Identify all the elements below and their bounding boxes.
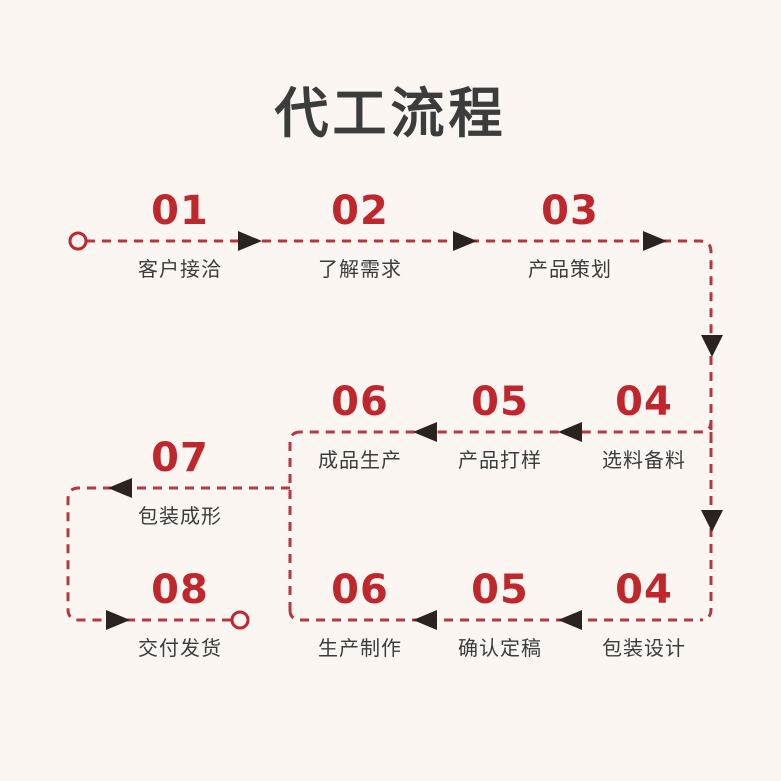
step-label: 了解需求 <box>318 257 402 281</box>
arrow-left-icon <box>413 610 437 630</box>
step-number: 02 <box>331 188 389 234</box>
step-number: 07 <box>151 435 209 481</box>
step-number: 08 <box>151 567 209 613</box>
step-number: 06 <box>331 379 389 425</box>
arrow-right-icon <box>106 610 130 630</box>
start-circle-icon <box>68 231 88 251</box>
step-node-01[interactable]: 01 客户接洽 <box>85 190 275 282</box>
arrow-right-icon <box>643 231 667 251</box>
step-label: 交付发货 <box>138 636 222 660</box>
connector-row1 <box>86 239 713 340</box>
step-label: 产品打样 <box>458 448 542 472</box>
step-number: 04 <box>615 567 673 613</box>
step-number: 06 <box>331 567 389 613</box>
step-label: 包装成形 <box>138 504 222 528</box>
end-circle-icon <box>230 610 250 630</box>
step-node-06-production[interactable]: 06 生产制作 <box>265 569 455 661</box>
step-number: 05 <box>471 379 529 425</box>
step-label: 成品生产 <box>318 448 402 472</box>
arrow-right-icon <box>238 231 262 251</box>
step-node-04-material[interactable]: 04 选料备料 <box>549 381 739 473</box>
arrow-left-icon <box>413 422 437 442</box>
connector-right-down-row4 <box>699 432 713 622</box>
step-label: 产品策划 <box>528 257 612 281</box>
arrow-down-icon <box>701 335 723 357</box>
step-label: 生产制作 <box>318 636 402 660</box>
step-label: 确认定稿 <box>458 636 542 660</box>
step-node-06-finished[interactable]: 06 成品生产 <box>265 381 455 473</box>
step-node-04-packaging[interactable]: 04 包装设计 <box>549 569 739 661</box>
step-number: 03 <box>541 188 599 234</box>
step-node-02[interactable]: 02 了解需求 <box>265 190 455 282</box>
connector-left-uturn <box>66 486 112 622</box>
step-label: 包装设计 <box>602 636 686 660</box>
step-node-08[interactable]: 08 交付发货 <box>85 569 275 661</box>
step-node-05-sample[interactable]: 05 产品打样 <box>405 381 595 473</box>
arrow-left-icon <box>558 422 582 442</box>
step-node-05-confirm[interactable]: 05 确认定稿 <box>405 569 595 661</box>
step-number: 01 <box>151 188 209 234</box>
arrow-left-icon <box>108 478 132 498</box>
connector-row4-right <box>288 609 700 622</box>
step-node-07[interactable]: 07 包装成形 <box>85 437 275 529</box>
arrow-down-icon <box>701 510 723 532</box>
connector-row2-to-vertical <box>288 430 301 610</box>
arrow-right-icon <box>453 231 477 251</box>
step-node-03[interactable]: 03 产品策划 <box>475 190 665 282</box>
step-label: 选料备料 <box>602 448 686 472</box>
step-label: 客户接洽 <box>138 257 222 281</box>
step-number: 04 <box>615 379 673 425</box>
arrow-left-icon <box>558 610 582 630</box>
step-number: 05 <box>471 567 529 613</box>
page-title: 代工流程 <box>274 82 507 145</box>
